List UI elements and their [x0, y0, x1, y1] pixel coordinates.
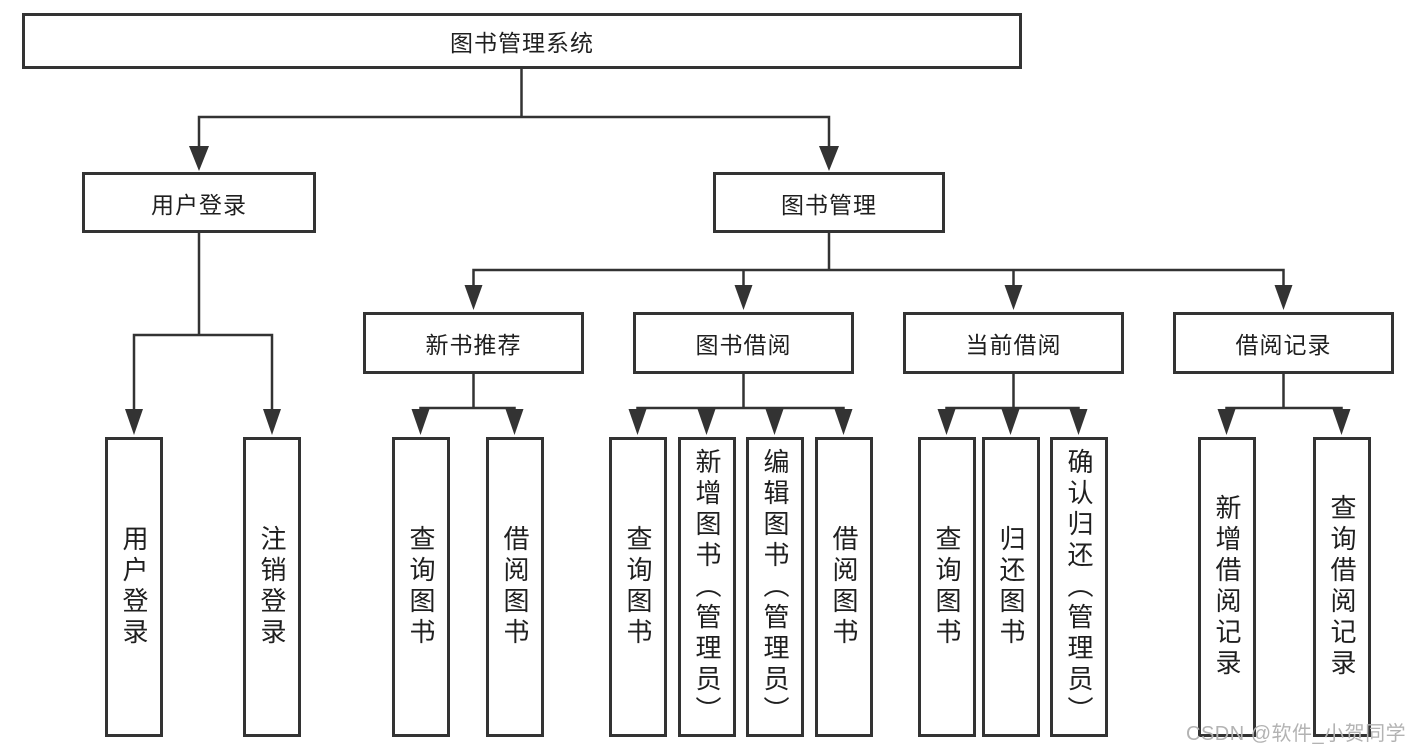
leaf-label: 借阅图书 — [829, 525, 859, 649]
leaf-user-login: 用户登录 — [105, 437, 163, 737]
leaf-label: 查询图书 — [406, 525, 436, 649]
node-current-borrow: 当前借阅 — [903, 312, 1124, 374]
leaf-label: 查询借阅记录 — [1327, 494, 1357, 680]
leaf-return-books: 归还图书 — [982, 437, 1040, 737]
node-library-management-system: 图书管理系统 — [22, 13, 1022, 69]
node-book-management: 图书管理 — [713, 172, 945, 233]
leaf-label: 新增图书（管理员） — [692, 447, 722, 727]
node-label: 图书借阅 — [695, 332, 792, 358]
node-new-book-recommend: 新书推荐 — [363, 312, 584, 374]
node-label: 借阅记录 — [1235, 332, 1332, 358]
node-label: 图书管理系统 — [450, 30, 594, 56]
leaf-query-books-2: 查询图书 — [609, 437, 667, 737]
arrowheads — [125, 146, 1351, 435]
node-label: 图书管理 — [781, 191, 877, 218]
leaf-label: 查询图书 — [932, 525, 962, 649]
leaf-label: 注销登录 — [257, 525, 287, 649]
node-user-login: 用户登录 — [82, 172, 316, 233]
leaf-label: 确认归还（管理员） — [1064, 447, 1094, 727]
leaf-label: 新增借阅记录 — [1212, 494, 1242, 680]
leaf-add-books-admin: 新增图书（管理员） — [678, 437, 736, 737]
leaf-add-borrow-record: 新增借阅记录 — [1198, 437, 1256, 737]
node-borrow-records: 借阅记录 — [1173, 312, 1394, 374]
leaf-borrow-books-2: 借阅图书 — [815, 437, 873, 737]
leaf-query-books-3: 查询图书 — [918, 437, 976, 737]
node-label: 当前借阅 — [965, 332, 1062, 358]
leaf-logout: 注销登录 — [243, 437, 301, 737]
leaf-label: 借阅图书 — [500, 525, 530, 649]
node-label: 用户登录 — [151, 191, 247, 218]
csdn-watermark: CSDN @软件_小贺同学 — [1186, 723, 1405, 745]
node-label: 新书推荐 — [425, 332, 522, 358]
leaf-label: 编辑图书（管理员） — [760, 447, 790, 727]
leaf-label: 查询图书 — [623, 525, 653, 649]
leaf-query-borrow-record: 查询借阅记录 — [1313, 437, 1371, 737]
node-book-borrow: 图书借阅 — [633, 312, 854, 374]
leaf-confirm-return-admin: 确认归还（管理员） — [1050, 437, 1108, 737]
leaf-query-books-1: 查询图书 — [392, 437, 450, 737]
leaf-borrow-books-1: 借阅图书 — [486, 437, 544, 737]
leaf-label: 用户登录 — [119, 525, 149, 649]
leaf-label: 归还图书 — [996, 525, 1026, 649]
leaf-edit-books-admin: 编辑图书（管理员） — [746, 437, 804, 737]
